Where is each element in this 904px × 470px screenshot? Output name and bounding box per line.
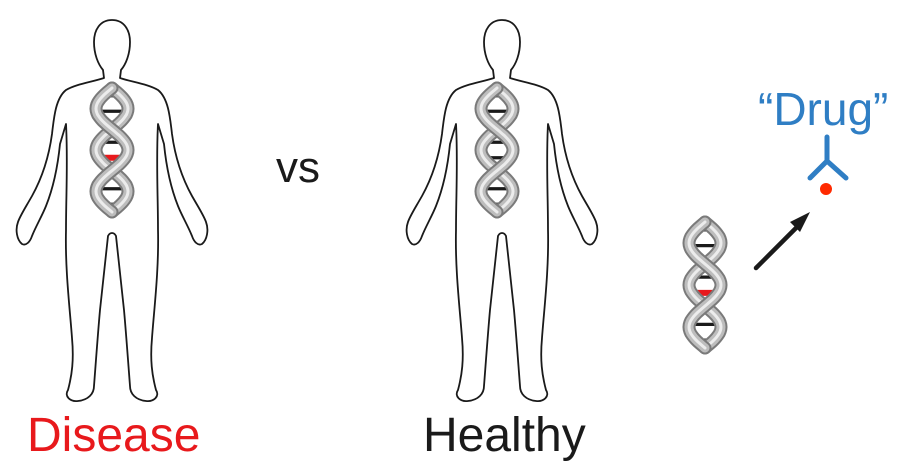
disease-label: Disease <box>27 412 200 460</box>
drug-open-quote: “ <box>758 83 773 135</box>
drug-close-quote: ” <box>873 83 888 135</box>
antibody-right-arm <box>827 161 846 178</box>
drug-label: “Drug” <box>758 86 888 132</box>
arrow-icon <box>756 226 798 268</box>
standalone-dna-helix-icon <box>689 222 721 348</box>
drug-word: Drug <box>773 83 873 135</box>
drug-target-dot <box>820 183 832 195</box>
antibody-left-arm <box>810 161 827 178</box>
antibody-icon <box>810 137 846 178</box>
healthy-label: Healthy <box>423 412 586 460</box>
vs-label: vs <box>276 146 320 190</box>
